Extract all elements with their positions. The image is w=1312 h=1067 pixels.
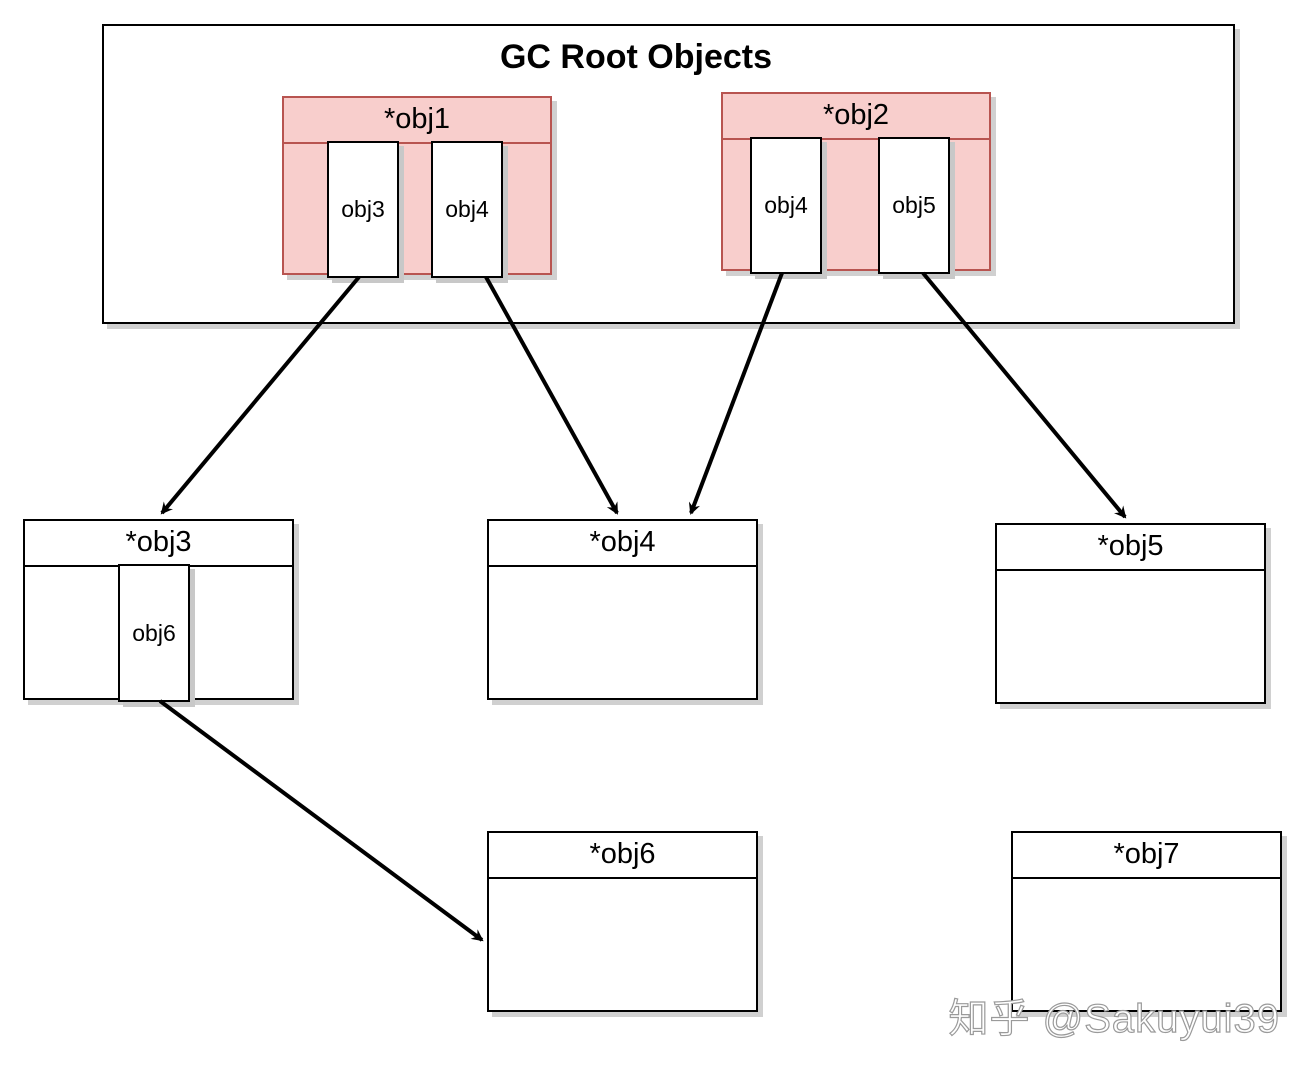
field-obj3[interactable]: obj3 bbox=[327, 141, 399, 278]
heap-object-obj3[interactable]: *obj3 obj6 bbox=[23, 519, 294, 702]
field-obj4[interactable]: obj4 bbox=[431, 141, 503, 278]
field-obj5[interactable]: obj5 bbox=[878, 137, 950, 274]
root-object-obj2[interactable]: *obj2 obj4 obj5 bbox=[721, 92, 991, 274]
watermark: 知乎 @Sakuyui39 bbox=[948, 996, 1280, 1041]
field-obj4[interactable]: obj4 bbox=[750, 137, 822, 274]
root-object-obj1[interactable]: *obj1 obj3 obj4 bbox=[282, 96, 552, 278]
object-header: *obj5 bbox=[997, 525, 1264, 571]
object-header: *obj2 bbox=[723, 94, 989, 140]
field-obj6[interactable]: obj6 bbox=[118, 564, 190, 702]
object-header: *obj3 bbox=[25, 521, 292, 567]
heap-object-obj6[interactable]: *obj6 bbox=[487, 831, 758, 1012]
object-header: *obj4 bbox=[489, 521, 756, 567]
object-header: *obj7 bbox=[1013, 833, 1280, 879]
object-header: *obj1 bbox=[284, 98, 550, 144]
gc-root-title: GC Root Objects bbox=[499, 38, 773, 76]
arrow-obj3-obj6-to-obj6 bbox=[158, 699, 484, 942]
object-header: *obj6 bbox=[489, 833, 756, 879]
heap-object-obj7[interactable]: *obj7 bbox=[1011, 831, 1282, 1012]
heap-object-obj4[interactable]: *obj4 bbox=[487, 519, 758, 700]
heap-object-obj5[interactable]: *obj5 bbox=[995, 523, 1266, 704]
